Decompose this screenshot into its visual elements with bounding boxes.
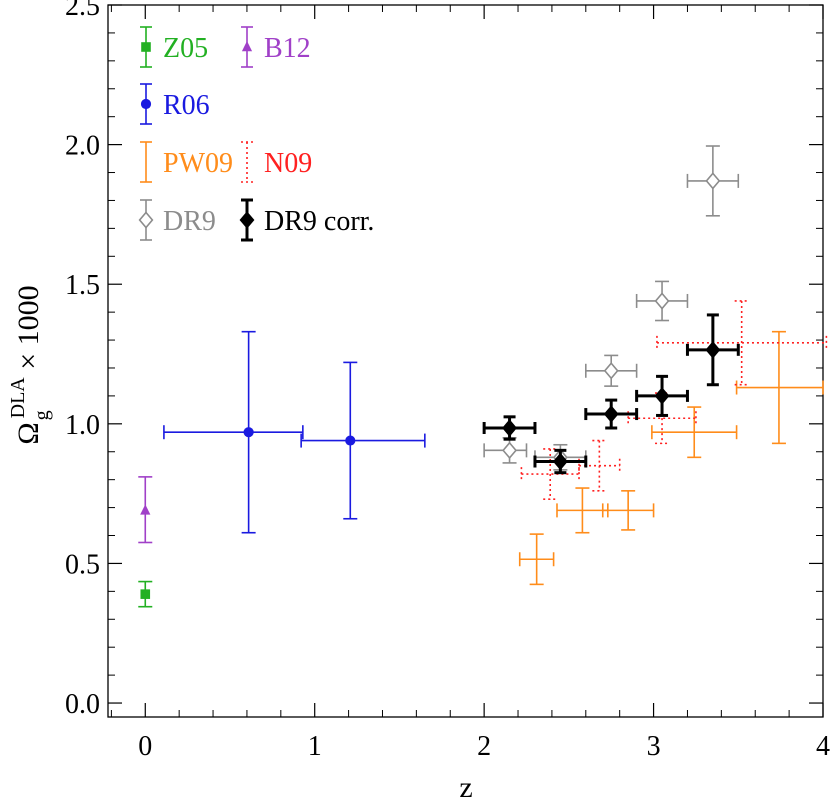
open-diamond-marker xyxy=(502,441,517,460)
data-point xyxy=(635,374,689,417)
series-dr9 xyxy=(483,145,740,471)
filled-diamond-marker xyxy=(654,387,670,405)
legend-label: Z05 xyxy=(163,33,208,64)
legend-label: DR9 xyxy=(163,206,216,237)
data-point xyxy=(635,280,689,322)
filled-diamond-marker xyxy=(603,405,619,423)
data-point xyxy=(686,145,740,217)
legend-label: B12 xyxy=(264,33,311,64)
legend-item: Z05 xyxy=(140,26,208,68)
legend-item: PW09 xyxy=(140,141,233,183)
y-label-sup: DLA xyxy=(7,377,29,419)
series-pw09 xyxy=(518,330,824,586)
open-diamond-marker xyxy=(138,211,154,229)
filled-diamond-marker xyxy=(502,419,517,437)
data-point xyxy=(138,580,153,608)
data-point xyxy=(483,436,528,464)
data-point xyxy=(138,476,153,544)
data-point xyxy=(735,330,824,445)
svg-text:ΩgDLA × 1000: ΩgDLA × 1000 xyxy=(7,285,53,444)
data-point xyxy=(533,448,588,475)
data-point xyxy=(482,415,537,441)
series-z05 xyxy=(138,580,153,608)
plot-frame xyxy=(107,4,824,718)
legend-item: R06 xyxy=(140,83,210,125)
data-point xyxy=(584,354,638,387)
y-axis-label: ΩgDLA × 1000 xyxy=(7,285,53,444)
filled-diamond-marker xyxy=(239,211,255,229)
y-tick-label: 1.5 xyxy=(65,270,100,301)
circle-marker xyxy=(243,427,254,438)
open-diamond-marker xyxy=(705,172,721,190)
x-tick-label: 4 xyxy=(816,731,830,762)
square-marker xyxy=(140,589,151,599)
data-point xyxy=(163,330,304,534)
x-axis-label: z xyxy=(459,771,472,800)
y-label-base: Ω xyxy=(12,422,45,444)
triangle-marker xyxy=(140,504,151,515)
y-label-rest: × 1000 xyxy=(12,285,45,377)
legend-label: N09 xyxy=(264,148,312,179)
data-series xyxy=(138,145,828,608)
data-point xyxy=(518,533,555,586)
y-tick-label: 0.0 xyxy=(65,689,100,720)
y-tick-label: 2.0 xyxy=(65,131,100,162)
circle-marker xyxy=(345,435,356,446)
y-tick-label: 0.5 xyxy=(65,549,100,580)
x-tick-label: 2 xyxy=(477,731,491,762)
data-point xyxy=(556,487,609,534)
series-b12 xyxy=(138,476,153,544)
filled-diamond-marker xyxy=(552,452,568,471)
x-tick-label: 0 xyxy=(138,731,152,762)
legend-item: DR9 xyxy=(138,199,216,241)
data-point xyxy=(300,361,426,520)
x-tick-label: 1 xyxy=(308,731,322,762)
y-label-sub: g xyxy=(31,410,53,420)
tick-labels: 0 1 2 3 4 0.0 0.5 1.0 1.5 2.0 2.5 xyxy=(65,0,830,762)
square-marker xyxy=(141,42,151,52)
triangle-marker xyxy=(241,41,253,52)
data-point xyxy=(685,313,740,387)
series-r06 xyxy=(163,330,426,534)
legend-label: R06 xyxy=(163,90,210,121)
data-point xyxy=(584,398,639,430)
legend-item: N09 xyxy=(241,141,312,183)
circle-marker xyxy=(140,98,152,110)
open-diamond-marker xyxy=(654,292,670,310)
legend-item: B12 xyxy=(241,26,311,68)
filled-diamond-marker xyxy=(705,341,721,359)
data-point xyxy=(651,406,738,459)
data-point xyxy=(520,448,580,501)
series-dr9-corr- xyxy=(482,313,740,475)
data-point xyxy=(656,300,828,386)
open-diamond-marker xyxy=(603,362,619,380)
legend-label: DR9 corr. xyxy=(264,206,374,237)
y-tick-label: 2.5 xyxy=(65,0,100,22)
x-tick-label: 3 xyxy=(647,731,661,762)
axis-ticks xyxy=(108,4,824,717)
data-point xyxy=(601,490,655,531)
legend-item: DR9 corr. xyxy=(239,198,374,242)
legend-label: PW09 xyxy=(163,148,233,179)
y-tick-label: 1.0 xyxy=(65,410,100,441)
